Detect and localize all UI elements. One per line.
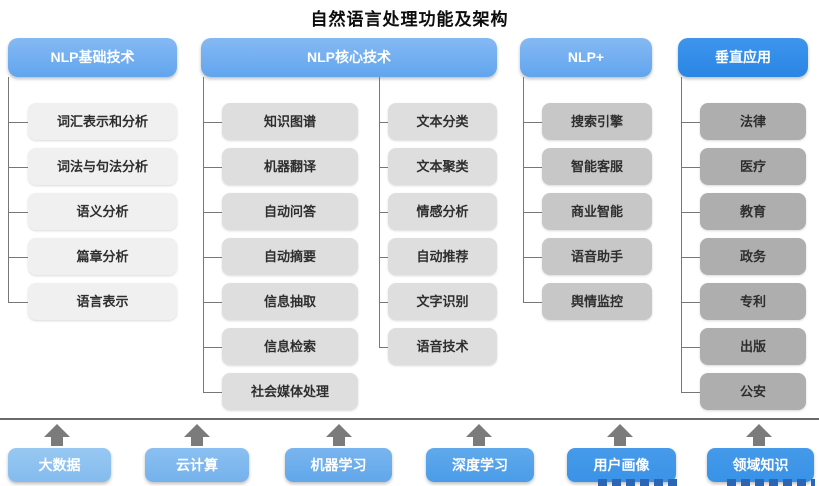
watermark-fragment: [598, 479, 678, 486]
foundation-box: 深度学习: [426, 448, 534, 482]
tree-node: 自动问答: [203, 193, 358, 230]
column-header-nlp-core: NLP核心技术: [201, 38, 497, 77]
diagram-title: 自然语言处理功能及架构: [310, 10, 509, 29]
tree-node: 医疗: [681, 148, 806, 185]
column-header-nlp-basic: NLP基础技术: [8, 38, 177, 77]
tree-node: 专利: [681, 283, 806, 320]
tree-node: 自动摘要: [203, 238, 358, 275]
foundation-row: 大数据云计算 机器学习深度学习用户画像领域知识: [0, 448, 819, 482]
tree-node: 语音技术: [379, 328, 497, 365]
node-stack-vertical-apps: 法律医疗教育政务专利出版公安: [681, 103, 806, 410]
tree-node: 语言表示: [8, 283, 177, 320]
tree-node: 情感分析: [379, 193, 497, 230]
connector-line: [8, 77, 9, 302]
tree-node: 舆情监控: [523, 283, 652, 320]
tree-node: 商业智能: [523, 193, 652, 230]
tree-node: 文本分类: [379, 103, 497, 140]
node-stack-nlp-basic: 词汇表示和分析词法与句法分析语义分析篇章分析语言表示: [8, 103, 177, 320]
tree-node: 自动推荐: [379, 238, 497, 275]
tree-node: 公安: [681, 373, 806, 410]
up-arrow-icon: [466, 424, 492, 446]
column-header-vertical-apps: 垂直应用: [678, 38, 808, 77]
node-stack-nlp-core-right: 文本分类文本聚类情感分析自动推荐文字识别语音技术: [379, 103, 497, 365]
up-arrow-icon: [746, 424, 772, 446]
up-arrow-icon: [326, 424, 352, 446]
tree-node: 信息抽取: [203, 283, 358, 320]
separator-line: [0, 418, 819, 420]
tree-node: 信息检索: [203, 328, 358, 365]
up-arrow-icon: [44, 424, 70, 446]
tree-node: 文字识别: [379, 283, 497, 320]
up-arrow-icon: [184, 424, 210, 446]
watermark-fragment: [727, 479, 815, 486]
tree-node: 教育: [681, 193, 806, 230]
tree-node: 知识图谱: [203, 103, 358, 140]
connector-line: [203, 77, 204, 392]
tree-node: 语音助手: [523, 238, 652, 275]
column-header-nlp-plus: NLP+: [520, 38, 652, 77]
node-stack-nlp-plus: 搜索引擎智能客服商业智能语音助手舆情监控: [523, 103, 652, 320]
tree-node: 智能客服: [523, 148, 652, 185]
tree-node: 篇章分析: [8, 238, 177, 275]
tree-node: 词法与句法分析: [8, 148, 177, 185]
tree-node: 文本聚类: [379, 148, 497, 185]
tree-node: 政务: [681, 238, 806, 275]
connector-line: [681, 77, 682, 392]
tree-node: 社会媒体处理: [203, 373, 358, 410]
foundation-box: 大数据: [8, 448, 111, 482]
tree-node: 法律: [681, 103, 806, 140]
tree-node: 语义分析: [8, 193, 177, 230]
connector-line: [523, 77, 524, 302]
up-arrow-icon: [607, 424, 633, 446]
foundation-box: 用户画像: [567, 448, 676, 482]
node-stack-nlp-core-left: 知识图谱机器翻译自动问答自动摘要信息抽取信息检索社会媒体处理: [203, 103, 358, 410]
foundation-box: 云计算: [145, 448, 249, 482]
tree-node: 搜索引擎: [523, 103, 652, 140]
tree-node: 词汇表示和分析: [8, 103, 177, 140]
tree-node: 机器翻译: [203, 148, 358, 185]
tree-node: 出版: [681, 328, 806, 365]
foundation-box: 机器学习: [285, 448, 392, 482]
foundation-box: 领域知识: [707, 448, 814, 482]
